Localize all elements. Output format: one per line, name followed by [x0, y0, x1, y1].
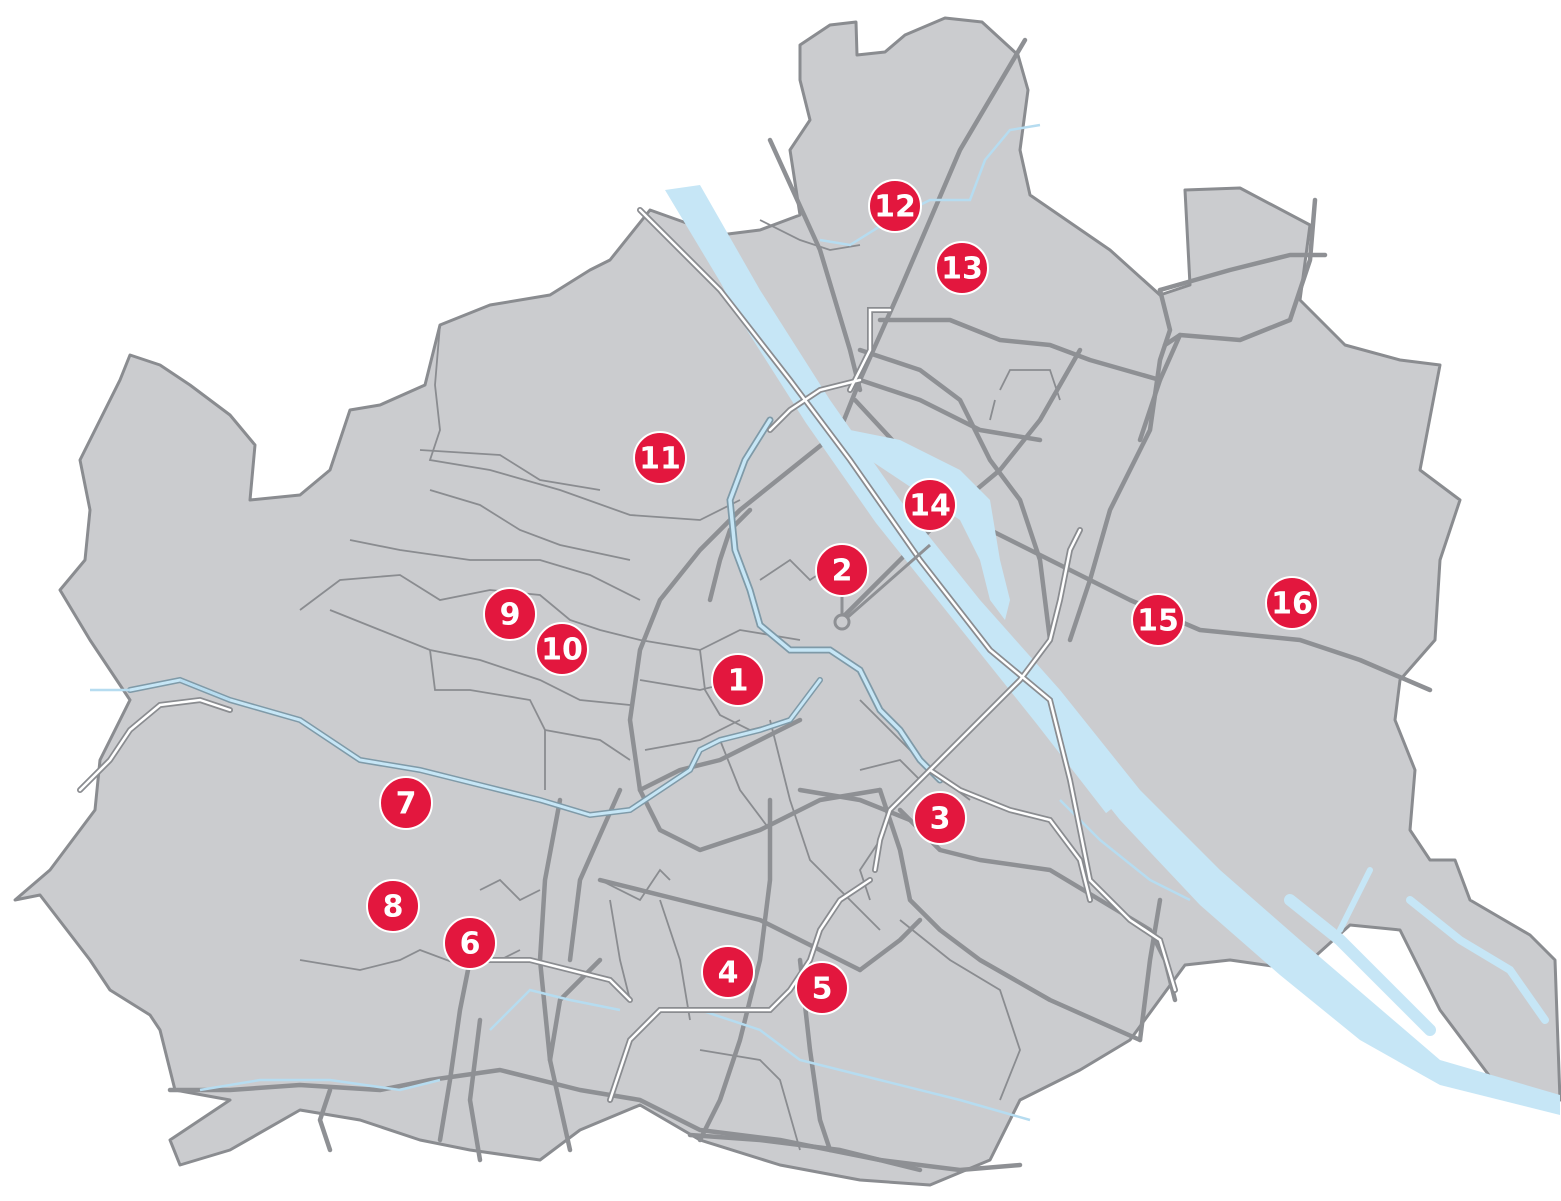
- marker-badge: [1265, 576, 1319, 630]
- marker-badge: [443, 916, 497, 970]
- map-marker-14[interactable]: 14: [903, 478, 957, 532]
- marker-badge: [903, 478, 957, 532]
- marker-badge: [815, 543, 869, 597]
- map-marker-16[interactable]: 16: [1265, 576, 1319, 630]
- marker-badge: [483, 587, 537, 641]
- marker-badge: [535, 622, 589, 676]
- map-marker-12[interactable]: 12: [868, 179, 922, 233]
- map-marker-5[interactable]: 5: [795, 961, 849, 1015]
- map-marker-1[interactable]: 1: [711, 653, 765, 707]
- map-marker-11[interactable]: 11: [633, 431, 687, 485]
- marker-badge: [935, 241, 989, 295]
- marker-badge: [379, 776, 433, 830]
- map-marker-7[interactable]: 7: [379, 776, 433, 830]
- marker-label: 2: [832, 554, 853, 589]
- marker-label: 11: [639, 442, 681, 477]
- map-marker-8[interactable]: 8: [366, 879, 420, 933]
- marker-label: 16: [1271, 587, 1313, 622]
- map-marker-9[interactable]: 9: [483, 587, 537, 641]
- marker-badge: [633, 431, 687, 485]
- marker-label: 4: [718, 956, 739, 991]
- map-marker-10[interactable]: 10: [535, 622, 589, 676]
- map-marker-15[interactable]: 15: [1131, 593, 1185, 647]
- marker-label: 6: [460, 927, 481, 962]
- map-marker-13[interactable]: 13: [935, 241, 989, 295]
- marker-badge: [1131, 593, 1185, 647]
- new-danube: [675, 187, 1114, 814]
- marker-label: 9: [500, 598, 521, 633]
- streams: [90, 123, 1191, 1122]
- marker-badge: [795, 961, 849, 1015]
- map-marker-6[interactable]: 6: [443, 916, 497, 970]
- praterstern-roundabout: [833, 613, 851, 631]
- marker-label: 10: [541, 633, 583, 668]
- old-danube: [850, 430, 1010, 620]
- marker-label: 15: [1137, 604, 1179, 639]
- marker-badge: [868, 179, 922, 233]
- map-marker-2[interactable]: 2: [815, 543, 869, 597]
- marker-badge: [913, 791, 967, 845]
- map-marker-4[interactable]: 4: [701, 945, 755, 999]
- marker-label: 13: [941, 252, 983, 287]
- marker-label: 1: [728, 664, 749, 699]
- marker-label: 7: [396, 787, 417, 822]
- marker-label: 14: [909, 489, 951, 524]
- railways: [77, 207, 1178, 1103]
- marker-badge: [711, 653, 765, 707]
- marker-badge: [366, 879, 420, 933]
- marker-badge: [701, 945, 755, 999]
- marker-label: 3: [930, 802, 951, 837]
- map-marker-3[interactable]: 3: [913, 791, 967, 845]
- marker-label: 8: [383, 890, 404, 925]
- marker-label: 5: [812, 972, 833, 1007]
- marker-label: 12: [874, 190, 916, 225]
